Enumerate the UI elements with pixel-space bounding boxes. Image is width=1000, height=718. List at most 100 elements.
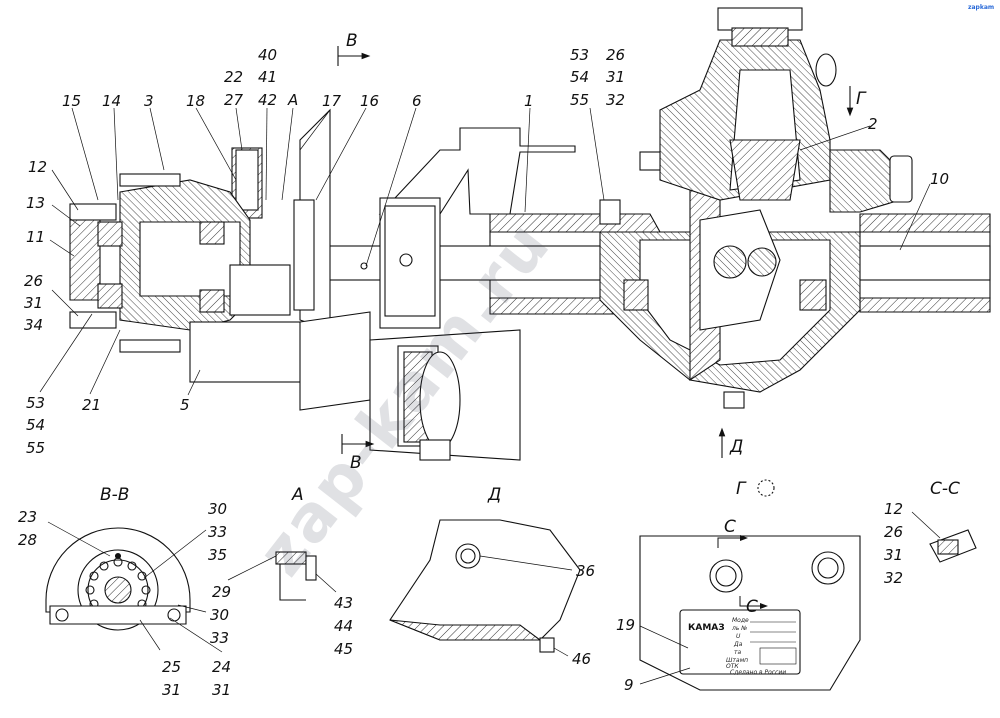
bolt-diff-2 (639, 151, 661, 171)
callout-54-bottom: 54 (26, 416, 45, 434)
callout-18: 18 (186, 92, 205, 110)
view-bb-title: В-В (100, 485, 129, 505)
nameplate-line-7: ОТК (726, 663, 739, 670)
callout-53-bottom: 53 (26, 394, 45, 412)
main-callouts: 15 14 3 18 22 27 40 41 42 А 17 16 6 1 53… (24, 31, 949, 473)
spring-bracket (378, 127, 576, 215)
section-line-v-top (337, 46, 366, 66)
callout-45: 45 (334, 640, 353, 658)
callout-55-top: 55 (570, 91, 589, 109)
bb-lower-bar (49, 605, 187, 625)
view-bb-labels: В-В 23 28 30 33 35 29 30 33 25 31 24 31 (18, 485, 231, 699)
callout-33-b: 33 (210, 629, 229, 647)
input-flange (717, 7, 803, 31)
section-mark-c-bottom: С (746, 597, 758, 617)
callout-16: 16 (360, 92, 379, 110)
callout-34-left: 34 (24, 316, 43, 334)
callout-27: 27 (224, 91, 244, 109)
view-cc-labels: С-С 12 26 31 32 (884, 479, 960, 587)
callout-5: 5 (180, 396, 190, 414)
view-a (227, 551, 337, 601)
nameplate-footer: Сделано в России (730, 669, 786, 676)
callout-12-cc: 12 (884, 500, 903, 518)
callout-55-bottom: 55 (26, 439, 45, 457)
callout-22: 22 (224, 68, 243, 86)
callout-28: 28 (18, 531, 37, 549)
hub-bearing-inner-b (199, 289, 225, 313)
callout-53-top: 53 (570, 46, 589, 64)
section-line-v-bottom (341, 434, 370, 454)
nameplate-line-2: ль № (731, 625, 748, 632)
callout-31-bb1: 31 (162, 681, 181, 699)
section-mark-v-bottom: В (350, 453, 362, 473)
callout-35: 35 (208, 546, 227, 564)
callout-31-left: 31 (24, 294, 43, 312)
view-bb (45, 521, 223, 653)
bolt-diff-1 (599, 199, 621, 225)
hub-bearing-inner (199, 221, 225, 245)
callout-41: 41 (258, 68, 277, 86)
nameplate-line-3: U (736, 633, 741, 640)
view-d-labels: Д 36 46 (487, 485, 595, 668)
nameplate-line-6: Штамп (726, 657, 748, 664)
callout-29: 29 (212, 583, 231, 601)
view-g-labels: Г С С 19 9 КАМАЗ Моде ль № U Да та Штамп… (616, 479, 786, 694)
corner-logo: zapkam (968, 4, 994, 11)
view-a-labels: А 43 44 45 (291, 485, 353, 658)
nameplate-brand: КАМАЗ (688, 623, 725, 633)
callout-A: А (287, 91, 298, 109)
nameplate-line-5: та (734, 649, 741, 656)
callout-13: 13 (26, 194, 45, 212)
nameplate-line-1: Моде (732, 617, 749, 624)
callout-33-a: 33 (208, 523, 227, 541)
callout-54-top: 54 (570, 68, 589, 86)
main-assembly-view (39, 7, 991, 461)
callout-2: 2 (868, 115, 878, 133)
brake-chamber-body (189, 321, 311, 383)
section-line-c-bottom (739, 596, 768, 609)
callout-12: 12 (28, 158, 47, 176)
view-cc-title: С-С (930, 479, 960, 499)
leader-lines (39, 107, 931, 396)
callout-25: 25 (162, 658, 181, 676)
nameplate-line-4: Да (733, 641, 743, 648)
callout-30-b: 30 (210, 606, 229, 624)
hub-bearing-outer (97, 221, 123, 247)
diff-bearing-left (623, 279, 649, 311)
callout-1: 1 (524, 92, 534, 110)
brake-shield (293, 199, 315, 311)
axle-housing-hatch-right-top (859, 213, 991, 233)
callout-46: 46 (572, 650, 591, 668)
callout-15: 15 (62, 92, 81, 110)
view-g-title: Г (736, 479, 747, 499)
view-g (639, 479, 861, 691)
flange-18 (235, 149, 259, 211)
view-a-title: А (291, 485, 304, 505)
stud-34 (69, 311, 117, 329)
callout-24: 24 (212, 658, 231, 676)
wheel-stud-top (119, 173, 181, 187)
bb-center (104, 576, 132, 604)
callout-42: 42 (258, 91, 277, 109)
callout-6: 6 (412, 92, 422, 110)
callout-43: 43 (334, 594, 353, 612)
callout-32-cc: 32 (884, 569, 903, 587)
callout-26-left: 26 (24, 272, 43, 290)
pinion-gear (729, 139, 801, 201)
callout-9: 9 (624, 676, 634, 694)
section-mark-g: Г (856, 89, 867, 109)
stud-12 (69, 203, 117, 221)
diff-gear-right (747, 247, 777, 277)
diff-bearing-right (799, 279, 827, 311)
shaft-flange (69, 209, 101, 301)
callout-40: 40 (258, 46, 277, 64)
lifting-eye (815, 53, 837, 87)
section-mark-d: Д (729, 437, 743, 457)
callout-21: 21 (82, 396, 101, 414)
d-housing (389, 519, 581, 641)
section-mark-c-top: С (724, 517, 736, 537)
callout-30-a: 30 (208, 500, 227, 518)
callout-19: 19 (616, 616, 635, 634)
callout-31-cc: 31 (884, 546, 903, 564)
callout-31-top: 31 (606, 68, 625, 86)
